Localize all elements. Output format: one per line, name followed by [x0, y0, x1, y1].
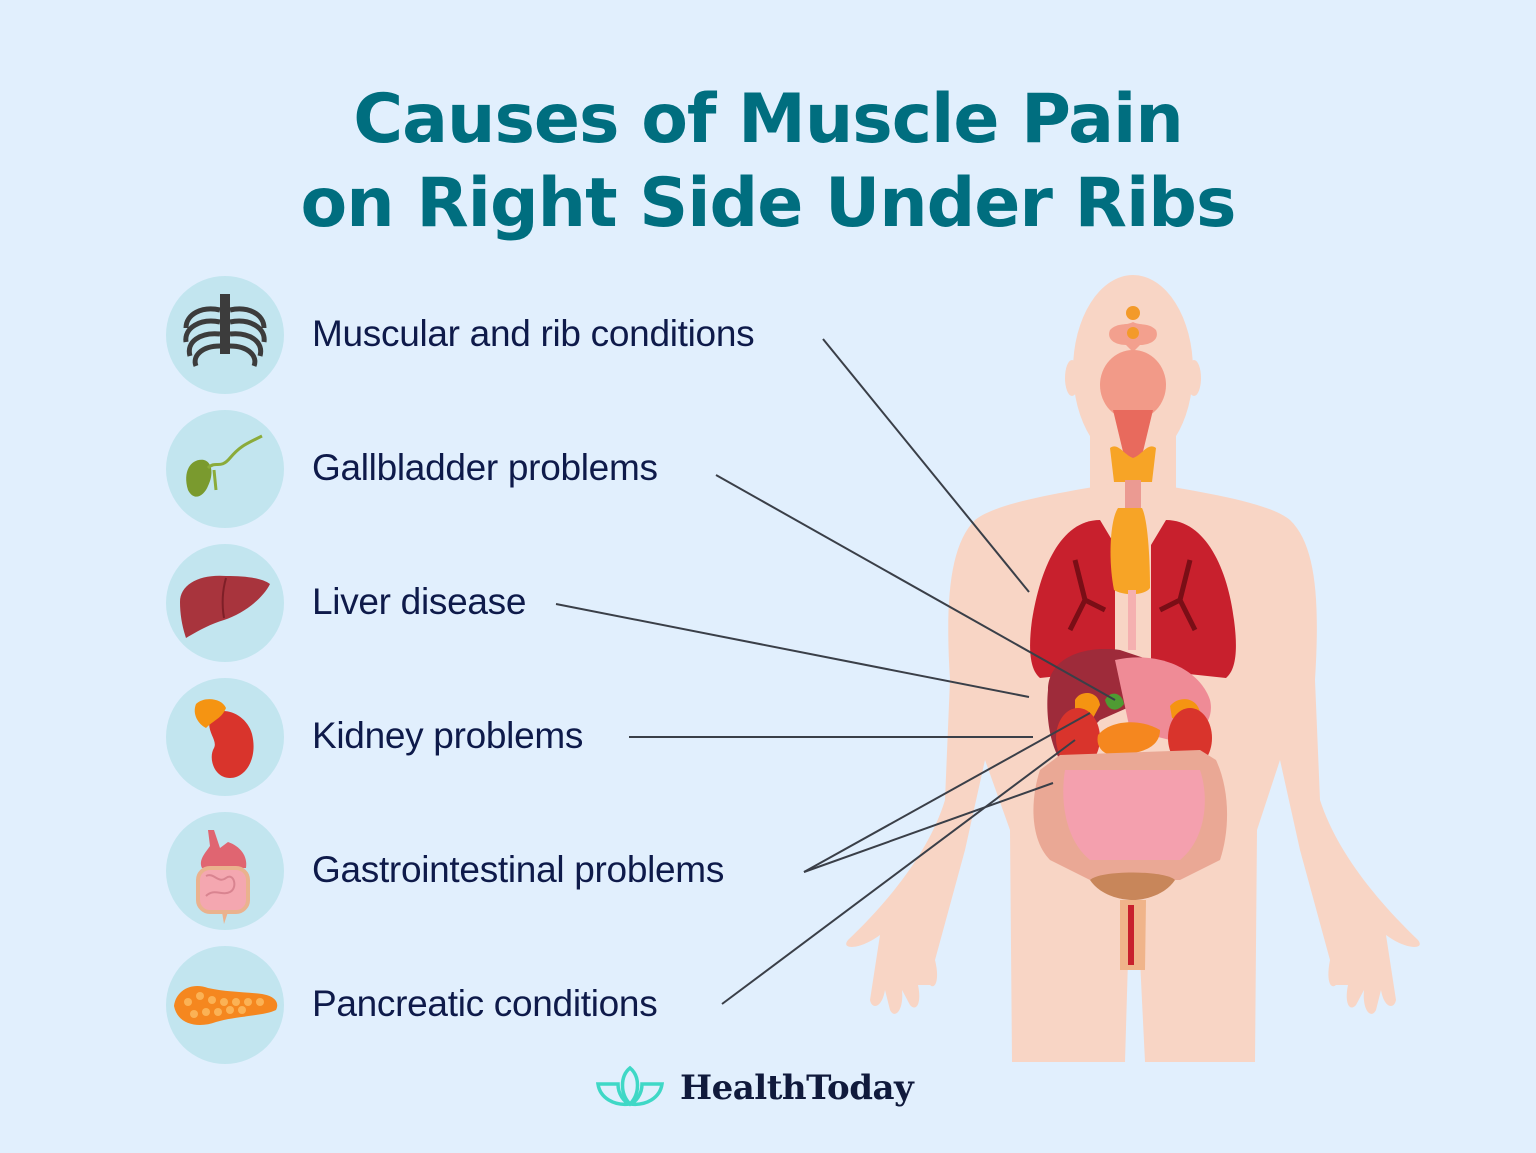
lungs — [1030, 508, 1236, 678]
liver-icon — [180, 575, 270, 638]
gallbladder-icon — [186, 434, 263, 497]
cause-label: Gallbladder problems — [312, 447, 658, 488]
abdominal-organs — [1033, 649, 1228, 970]
icon-circle — [166, 812, 284, 930]
cause-label: Kidney problems — [312, 715, 584, 756]
icon-circle — [166, 678, 284, 796]
cause-label: Gastrointestinal problems — [312, 849, 725, 890]
leader-line-gallbladder — [715, 474, 1116, 701]
rib-cage-icon — [183, 294, 267, 367]
leader-line-muscular — [822, 338, 1030, 593]
leader-line-liver — [555, 603, 1030, 698]
brand-name: HealthToday — [680, 1068, 914, 1108]
title-line-2: on Right Side Under Ribs — [300, 164, 1237, 243]
page-title: Causes of Muscle Pain on Right Side Unde… — [0, 78, 1536, 246]
kidney-icon — [194, 699, 254, 778]
icon-circle — [166, 410, 284, 528]
cause-label: Muscular and rib conditions — [312, 313, 755, 354]
icon-circle — [166, 276, 284, 394]
leader-line-gi-b — [803, 782, 1054, 873]
leader-line-pancreas — [721, 739, 1076, 1005]
pancreas-icon — [174, 986, 278, 1025]
leader-line-gi-a — [803, 712, 1091, 873]
title-line-1: Causes of Muscle Pain — [353, 80, 1184, 159]
cause-label: Liver disease — [312, 581, 527, 622]
lotus-logo-icon — [595, 1065, 665, 1107]
cause-label: Pancreatic conditions — [312, 983, 658, 1024]
icon-circle — [166, 946, 284, 1064]
digestive-tract-icon — [196, 830, 250, 924]
icon-circle — [166, 544, 284, 662]
